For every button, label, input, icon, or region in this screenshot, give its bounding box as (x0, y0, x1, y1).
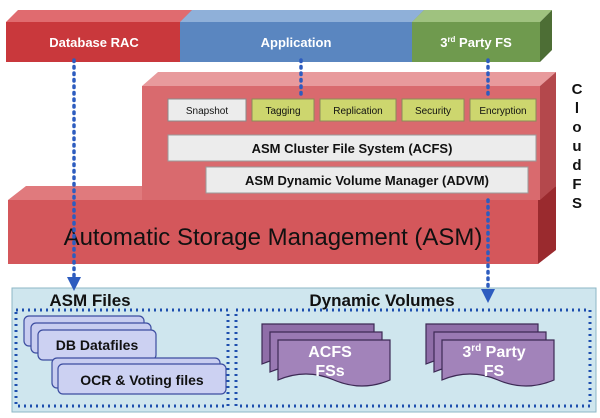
feature-tagging-label: Tagging (265, 106, 300, 117)
feature-security-label: Security (415, 106, 451, 117)
db-datafiles-label: DB Datafiles (56, 337, 139, 353)
feature-snapshot-label: Snapshot (186, 106, 228, 117)
feature-encryption-box (469, 98, 537, 122)
feature-security-box (401, 98, 465, 122)
acfs-volume-label-line2: FSs (315, 363, 344, 380)
ocr-voting-label: OCR & Voting files (80, 372, 204, 388)
application-top (180, 10, 424, 22)
third-party-fs-face (412, 22, 540, 62)
asm-files-group-border (14, 308, 230, 408)
top-bar-database-rac: Database RAC (6, 10, 192, 62)
third-party-volume-shape (441, 339, 555, 387)
asm-bar-label: Automatic Storage Management (ASM) (64, 224, 483, 251)
acfs-volume-label-line1: ACFS (308, 344, 352, 361)
cloudfs-letter: l (575, 100, 579, 117)
ocr-voting-card (57, 363, 227, 395)
database-rac-top (6, 10, 192, 22)
cloudfs-letter: d (572, 157, 581, 174)
asm-bar-face (8, 200, 538, 264)
cloudfs-letter: u (572, 138, 581, 155)
cloudfs-letter: S (572, 195, 582, 212)
feature-snapshot-box (167, 98, 247, 122)
cloudfs-letter: o (572, 119, 581, 136)
third-party-fs-label: 3rd Party FS (440, 35, 512, 50)
asm-bar-side (538, 186, 556, 264)
advm-bar (205, 166, 529, 194)
third-party-volume-label-line2: FS (484, 363, 505, 380)
third-party-volume-label-line1: 3rd Party (462, 343, 525, 361)
database-rac-label: Database RAC (49, 35, 139, 50)
acfs-volumes-stack: ACFS FSs (261, 323, 391, 387)
ocr-voting-stack: OCR & Voting files (51, 357, 227, 395)
third-party-fs-top (412, 10, 552, 22)
cloudfs-block: Snapshot Tagging Replication Security En… (142, 72, 556, 200)
dynamic-volumes-group-border (234, 308, 592, 408)
top-bar-third-party-fs: 3rd Party FS (412, 10, 552, 62)
acfs-bar-label: ASM Cluster File System (ACFS) (252, 141, 453, 156)
cloudfs-block-top (142, 72, 556, 86)
application-label: Application (261, 35, 332, 50)
advm-bar-label: ASM Dynamic Volume Manager (ADVM) (245, 173, 489, 188)
cloudfs-letter: F (572, 176, 581, 193)
dynamic-volumes-heading: Dynamic Volumes (309, 291, 454, 310)
cloudfs-block-side (540, 72, 556, 200)
application-face (180, 22, 412, 62)
acfs-volume-shape (277, 339, 391, 387)
db-datafiles-stack: DB Datafiles (23, 315, 157, 361)
feature-replication-box (319, 98, 397, 122)
storage-panel: ASM Files Dynamic Volumes DB Datafiles O… (11, 287, 597, 413)
asm-files-heading: ASM Files (49, 291, 130, 310)
feature-replication-label: Replication (333, 106, 382, 117)
third-party-volumes-stack: 3rd Party FS (425, 323, 555, 387)
feature-encryption-label: Encryption (479, 106, 526, 117)
acfs-bar (167, 134, 537, 162)
database-rac-face (6, 22, 180, 62)
feature-tagging-box (251, 98, 315, 122)
third-party-fs-side (540, 10, 552, 62)
cloudfs-label: C l o u d F S (572, 81, 583, 212)
connector-arrows (67, 58, 495, 303)
top-bar-application: Application (180, 10, 424, 62)
cloudfs-letter: C (572, 81, 583, 98)
